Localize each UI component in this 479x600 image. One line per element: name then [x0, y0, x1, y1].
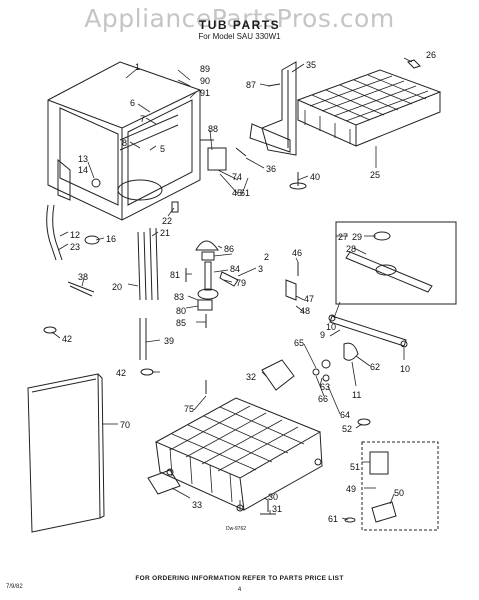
callout-14: 14 [78, 165, 88, 175]
callout-87: 87 [246, 80, 256, 90]
callout-85: 85 [176, 318, 186, 328]
callout-6: 6 [130, 98, 135, 108]
callout-62: 62 [370, 362, 380, 372]
callout-40: 40 [310, 172, 320, 182]
callout-16: 16 [106, 234, 116, 244]
callout-5: 5 [160, 144, 165, 154]
upper-rack-drawing [296, 59, 442, 147]
misc-parts-drawing [147, 83, 439, 531]
callout-79: 79 [236, 278, 246, 288]
callout-29: 29 [352, 232, 362, 242]
callout-51: 51 [350, 462, 360, 472]
callout-88: 88 [208, 124, 218, 134]
callout-38: 38 [78, 272, 88, 282]
callout-31: 31 [272, 504, 282, 514]
callout-81: 81 [170, 270, 180, 280]
callout-3: 3 [258, 264, 263, 274]
callout-80: 80 [176, 306, 186, 316]
callout-90: 90 [200, 76, 210, 86]
door-panel-drawing [27, 373, 105, 533]
callout-21: 21 [160, 228, 170, 238]
callout-52: 52 [342, 424, 352, 434]
callout-7: 7 [140, 114, 145, 124]
callout-49: 49 [346, 484, 356, 494]
callout-39: 39 [164, 336, 174, 346]
callout-63: 63 [320, 382, 330, 392]
diagram-title: TUB PARTS [198, 18, 281, 32]
callout-84: 84 [230, 264, 240, 274]
ordering-footer: FOR ORDERING INFORMATION REFER TO PARTS … [135, 575, 344, 582]
callout-65: 65 [294, 338, 304, 348]
page-number: 4 [237, 587, 242, 593]
callout-13: 13 [78, 154, 88, 164]
callout-10-right: 10 [400, 364, 410, 374]
callout-labels: 1 2 3 5 6 7 8 9 10 10 11 12 13 14 16 20 … [62, 50, 436, 524]
leader-lines [51, 57, 413, 521]
callout-61-lower: 61 [328, 514, 338, 524]
callout-42-lower: 42 [116, 368, 126, 378]
callout-2: 2 [264, 252, 269, 262]
lower-rack-drawing [154, 397, 323, 512]
callout-50: 50 [394, 488, 404, 498]
pump-spray-drawing [185, 240, 239, 328]
callout-74: 74 [232, 172, 242, 182]
callout-23: 23 [70, 242, 80, 252]
callout-25: 25 [370, 170, 380, 180]
callout-46: 46 [292, 248, 302, 258]
water-channel-drawing [200, 61, 307, 190]
callout-26: 26 [426, 50, 436, 60]
callout-86: 86 [224, 244, 234, 254]
diagram-code: Dw-9762 [226, 526, 246, 532]
callout-35: 35 [306, 60, 316, 70]
callout-32: 32 [246, 372, 256, 382]
callout-9: 9 [320, 330, 325, 340]
callout-66: 66 [318, 394, 328, 404]
callout-33: 33 [192, 500, 202, 510]
callout-36: 36 [266, 164, 276, 174]
callout-89: 89 [200, 64, 210, 74]
callout-42-left: 42 [62, 334, 72, 344]
callout-75: 75 [184, 404, 194, 414]
callout-64: 64 [340, 410, 350, 420]
callout-30: 30 [268, 492, 278, 502]
callout-22: 22 [162, 216, 172, 226]
callout-27: 27 [338, 232, 348, 242]
reference-code: 7/9/82 [6, 584, 23, 590]
callout-83: 83 [174, 292, 184, 302]
hose-drawings [43, 201, 179, 376]
callout-91: 91 [200, 88, 210, 98]
callout-47: 47 [304, 294, 314, 304]
callout-70: 70 [120, 420, 130, 430]
model-subtitle: For Model SAU 330W1 [198, 32, 281, 41]
callout-28: 28 [346, 244, 356, 254]
callout-45: 45 [232, 188, 242, 198]
callout-1: 1 [135, 62, 140, 72]
callout-61-upper: 61 [240, 188, 250, 198]
callout-10-left: 10 [326, 322, 336, 332]
callout-11: 11 [352, 390, 361, 400]
callout-12: 12 [70, 230, 80, 240]
lower-spray-arm-drawing [335, 221, 457, 305]
callout-8: 8 [122, 138, 127, 148]
tub-drawing [47, 61, 201, 221]
callout-48: 48 [300, 306, 310, 316]
spray-bar-drawing [285, 262, 408, 382]
callout-20: 20 [112, 282, 122, 292]
